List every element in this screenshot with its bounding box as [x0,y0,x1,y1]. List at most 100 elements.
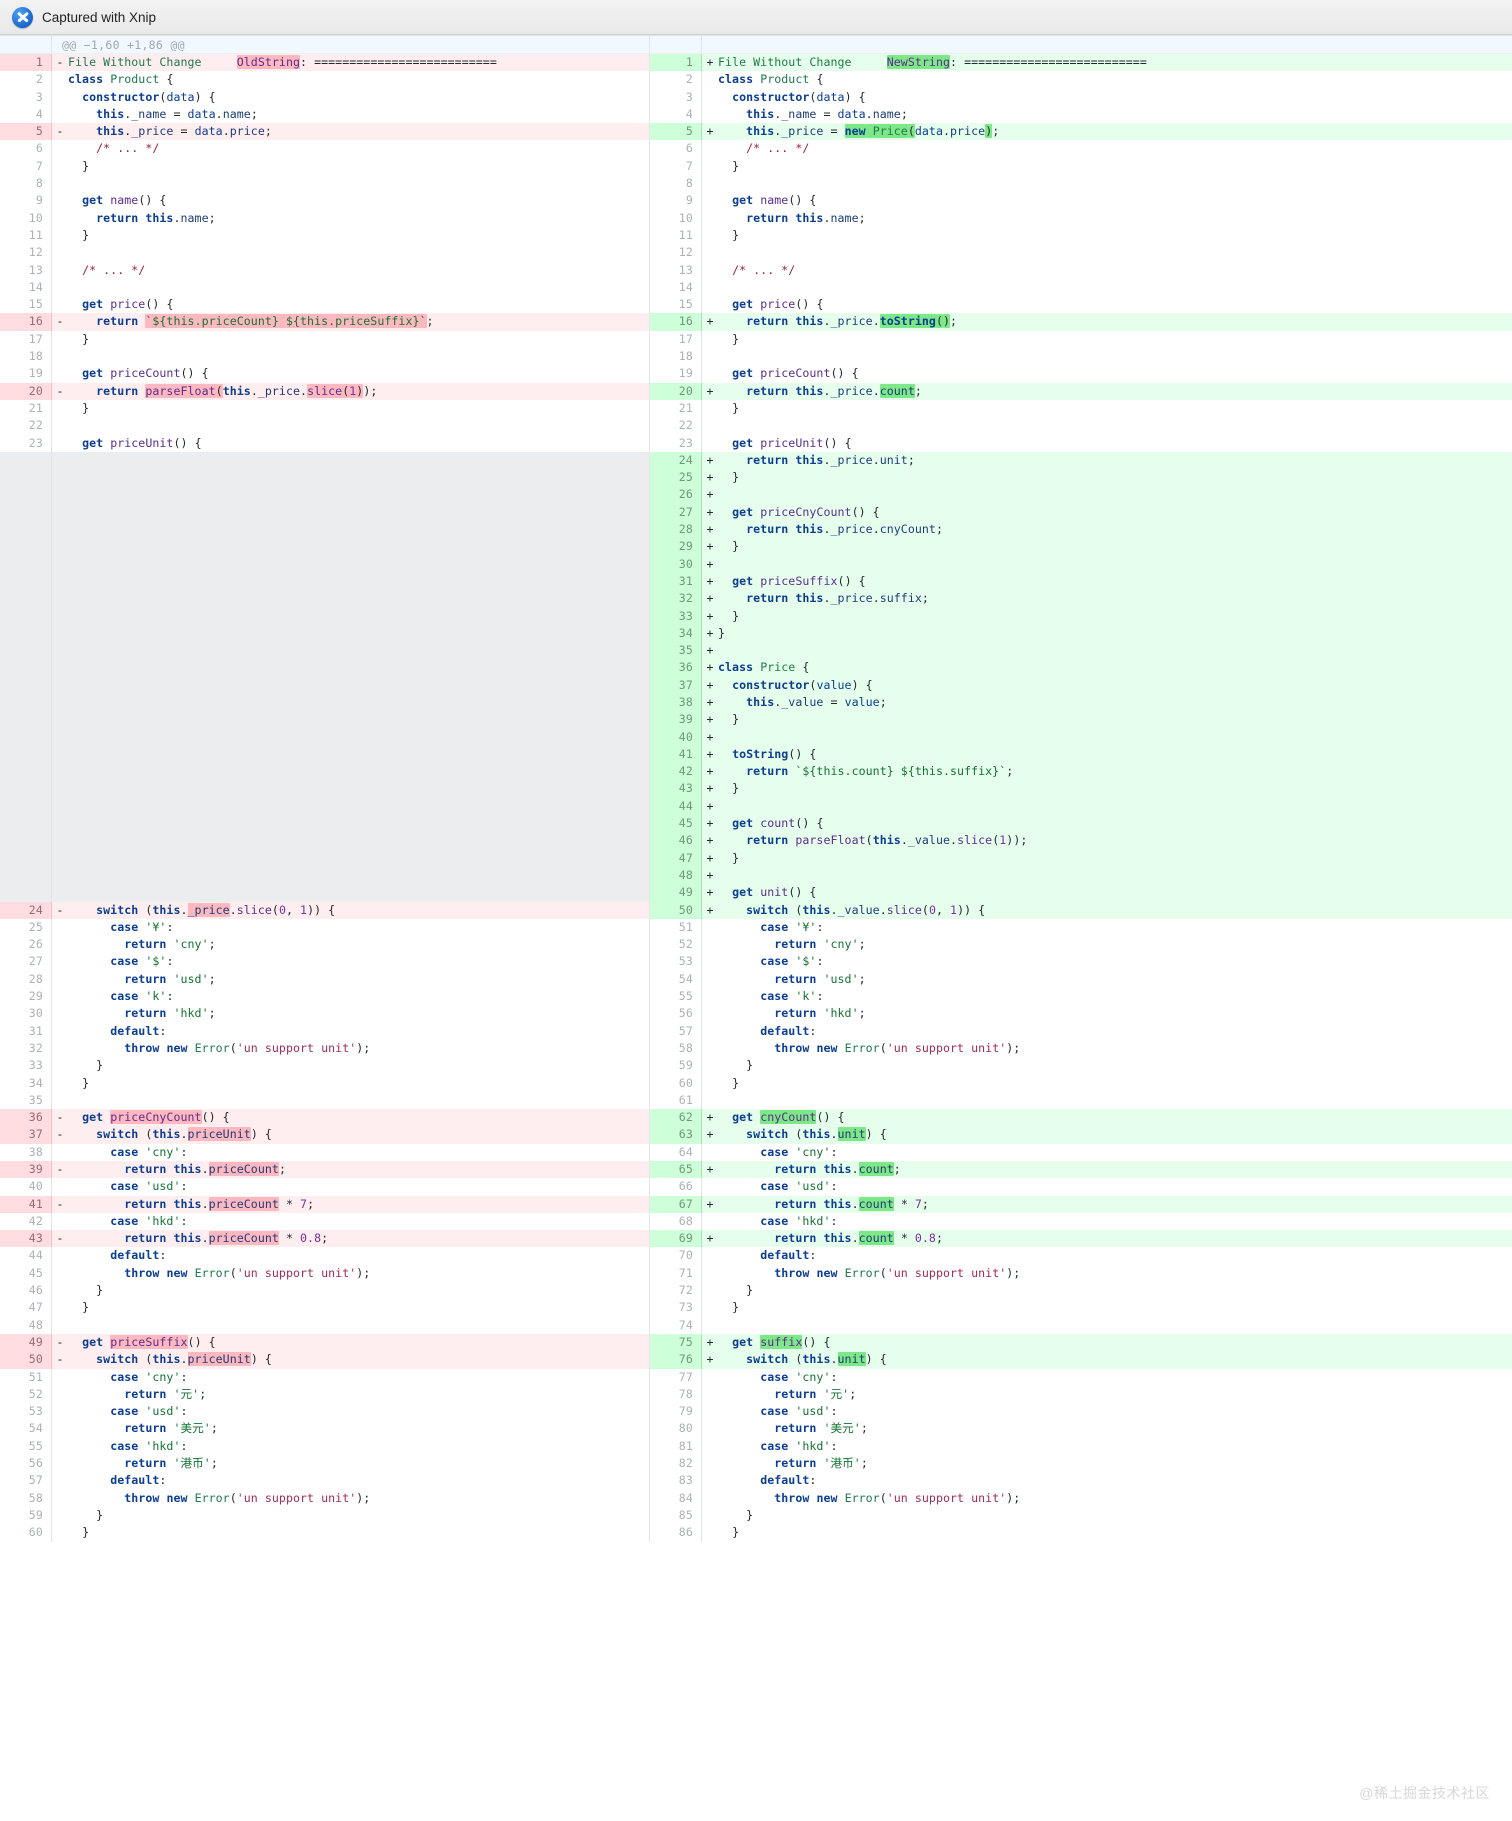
diff-line-old-6[interactable]: 6 /* ... */ [0,140,649,158]
diff-line-new-28[interactable]: 28+ return this._price.cnyCount; [650,521,1512,539]
diff-line-new-29[interactable]: 29+ } [650,538,1512,556]
diff-line-new-70[interactable]: 70 default: [650,1247,1512,1265]
diff-line-old-15[interactable]: 15 get price() { [0,296,649,314]
diff-line-old-32[interactable]: 32 throw new Error('un support unit'); [0,1039,649,1058]
diff-line-new-27[interactable]: 27+ get priceCnyCount() { [650,503,1512,522]
diff-line-old-33[interactable]: 33 } [0,1057,649,1075]
diff-line-new-10[interactable]: 10 return this.name; [650,209,1512,227]
diff-line-new-74[interactable]: 74 [650,1316,1512,1334]
diff-line-new-17[interactable]: 17 } [650,330,1512,349]
diff-pane-old[interactable]: @@ −1,60 +1,86 @@ 1-File Without Change … [0,36,650,1542]
diff-line-new-52[interactable]: 52 return 'cny'; [650,936,1512,954]
diff-line-old-22[interactable]: 22 [0,417,649,435]
diff-line-new-46[interactable]: 46+ return parseFloat(this._value.slice(… [650,832,1512,850]
diff-line-new-75[interactable]: 75+ get suffix() { [650,1333,1512,1352]
diff-line-new-37[interactable]: 37+ constructor(value) { [650,676,1512,694]
diff-line-new-5[interactable]: 5+ this._price = new Price(data.price); [650,123,1512,141]
diff-line-old-14[interactable]: 14 [0,278,649,297]
diff-line-new-31[interactable]: 31+ get priceSuffix() { [650,572,1512,591]
diff-line-old-25[interactable]: 25 case '¥': [0,918,649,937]
diff-line-old-23[interactable]: 23 get priceUnit() { [0,434,649,452]
diff-line-old-56[interactable]: 56 return '港币'; [0,1455,649,1473]
diff-line-old-44[interactable]: 44 default: [0,1247,649,1265]
diff-line-old-31[interactable]: 31 default: [0,1022,649,1040]
diff-line-new-58[interactable]: 58 throw new Error('un support unit'); [650,1039,1512,1058]
diff-line-new-19[interactable]: 19 get priceCount() { [650,365,1512,383]
diff-line-old-49[interactable]: 49- get priceSuffix() { [0,1333,649,1352]
diff-line-new-21[interactable]: 21 } [650,399,1512,418]
diff-line-old-36[interactable]: 36- get priceCnyCount() { [0,1109,649,1127]
diff-line-old-1[interactable]: 1-File Without Change OldString: =======… [0,54,649,72]
diff-line-new-39[interactable]: 39+ } [650,711,1512,729]
diff-line-old-38[interactable]: 38 case 'cny': [0,1143,649,1161]
diff-line-new-78[interactable]: 78 return '元'; [650,1385,1512,1404]
diff-line-new-30[interactable]: 30+ [650,555,1512,573]
diff-line-new-4[interactable]: 4 this._name = data.name; [650,105,1512,124]
diff-line-new-69[interactable]: 69+ return this.count * 0.8; [650,1230,1512,1248]
diff-line-old-51[interactable]: 51 case 'cny': [0,1368,649,1386]
diff-line-new-84[interactable]: 84 throw new Error('un support unit'); [650,1489,1512,1507]
diff-line-old-54[interactable]: 54 return '美元'; [0,1420,649,1438]
diff-line-new-40[interactable]: 40+ [650,728,1512,746]
diff-line-new-15[interactable]: 15 get price() { [650,296,1512,314]
diff-line-new-25[interactable]: 25+ } [650,469,1512,487]
diff-line-old-45[interactable]: 45 throw new Error('un support unit'); [0,1264,649,1283]
diff-line-new-41[interactable]: 41+ toString() { [650,745,1512,764]
diff-line-new-83[interactable]: 83 default: [650,1472,1512,1490]
diff-line-new-71[interactable]: 71 throw new Error('un support unit'); [650,1264,1512,1283]
diff-line-new-12[interactable]: 12 [650,244,1512,262]
diff-line-old-10[interactable]: 10 return this.name; [0,209,649,227]
diff-line-new-85[interactable]: 85 } [650,1506,1512,1525]
diff-line-new-23[interactable]: 23 get priceUnit() { [650,434,1512,452]
diff-line-new-13[interactable]: 13 /* ... */ [650,261,1512,279]
diff-line-old-26[interactable]: 26 return 'cny'; [0,936,649,954]
diff-line-new-11[interactable]: 11 } [650,226,1512,245]
diff-line-old-59[interactable]: 59 } [0,1506,649,1525]
diff-line-new-66[interactable]: 66 case 'usd': [650,1178,1512,1196]
diff-line-new-18[interactable]: 18 [650,348,1512,366]
diff-line-new-34[interactable]: 34+} [650,624,1512,643]
diff-line-new-79[interactable]: 79 case 'usd': [650,1403,1512,1421]
diff-line-new-86[interactable]: 86 } [650,1524,1512,1542]
diff-line-new-67[interactable]: 67+ return this.count * 7; [650,1195,1512,1213]
diff-line-new-62[interactable]: 62+ get cnyCount() { [650,1109,1512,1127]
diff-line-old-20[interactable]: 20- return parseFloat(this._price.slice(… [0,382,649,400]
diff-line-old-35[interactable]: 35 [0,1091,649,1110]
diff-line-new-24[interactable]: 24+ return this._price.unit; [650,451,1512,470]
diff-line-new-64[interactable]: 64 case 'cny': [650,1143,1512,1161]
diff-line-new-38[interactable]: 38+ this._value = value; [650,693,1512,712]
diff-line-new-63[interactable]: 63+ switch (this.unit) { [650,1126,1512,1144]
diff-line-old-40[interactable]: 40 case 'usd': [0,1178,649,1196]
diff-line-old-21[interactable]: 21 } [0,399,649,418]
diff-line-new-42[interactable]: 42+ return `${this.count} ${this.suffix}… [650,763,1512,781]
diff-line-old-47[interactable]: 47 } [0,1299,649,1317]
diff-line-old-34[interactable]: 34 } [0,1074,649,1092]
diff-line-old-12[interactable]: 12 [0,244,649,262]
diff-line-old-30[interactable]: 30 return 'hkd'; [0,1005,649,1023]
diff-line-old-39[interactable]: 39- return this.priceCount; [0,1161,649,1179]
diff-line-new-72[interactable]: 72 } [650,1282,1512,1300]
diff-line-old-58[interactable]: 58 throw new Error('un support unit'); [0,1489,649,1507]
diff-line-new-1[interactable]: 1+File Without Change NewString: =======… [650,54,1512,72]
diff-line-new-80[interactable]: 80 return '美元'; [650,1420,1512,1438]
diff-line-old-19[interactable]: 19 get priceCount() { [0,365,649,383]
diff-line-new-60[interactable]: 60 } [650,1074,1512,1092]
diff-line-new-47[interactable]: 47+ } [650,849,1512,867]
diff-line-old-52[interactable]: 52 return '元'; [0,1385,649,1404]
diff-line-new-73[interactable]: 73 } [650,1299,1512,1317]
diff-line-new-49[interactable]: 49+ get unit() { [650,884,1512,902]
diff-line-old-41[interactable]: 41- return this.priceCount * 7; [0,1195,649,1213]
diff-line-new-61[interactable]: 61 [650,1091,1512,1110]
diff-line-new-81[interactable]: 81 case 'hkd': [650,1437,1512,1456]
diff-line-new-57[interactable]: 57 default: [650,1022,1512,1040]
diff-line-new-20[interactable]: 20+ return this._price.count; [650,382,1512,400]
diff-line-new-14[interactable]: 14 [650,278,1512,297]
diff-line-old-8[interactable]: 8 [0,175,649,193]
diff-line-new-51[interactable]: 51 case '¥': [650,918,1512,937]
diff-line-old-9[interactable]: 9 get name() { [0,192,649,210]
diff-line-new-22[interactable]: 22 [650,417,1512,435]
diff-line-new-55[interactable]: 55 case 'k': [650,988,1512,1006]
diff-line-new-26[interactable]: 26+ [650,486,1512,504]
diff-line-new-44[interactable]: 44+ [650,797,1512,816]
